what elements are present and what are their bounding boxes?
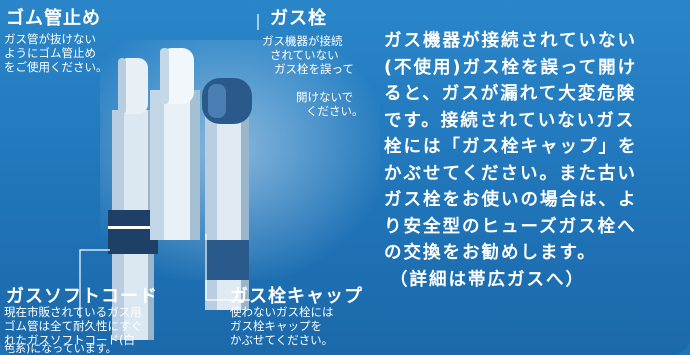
body-line-4: です。接続されていないガス: [384, 110, 636, 131]
body-line-2: (不使用)ガス栓を誤って開け: [384, 57, 638, 78]
body-line-9: の交換をお勧めします。: [384, 243, 597, 263]
warning-body-text: ガス機器が接続されていない (不使用)ガス栓を誤って開け ると、ガスが漏れて大変…: [384, 28, 690, 293]
gas-cap-desc-2: ガス栓キャップを: [230, 319, 322, 333]
body-line-3: ると、ガスが漏れて大変危険: [384, 84, 637, 104]
rubber-stopper-title: ゴム管止め: [6, 8, 101, 29]
gas-valve-desc-4: 開けないで: [296, 90, 354, 104]
body-line-10: （詳細は帯広ガスへ）: [390, 269, 585, 290]
body-line-6: かぶせてください。また古い: [384, 163, 637, 184]
body-line-1: ガス機器が接続されていない: [384, 31, 637, 51]
gas-cap-icon: [202, 78, 252, 310]
main-valve-icon: [150, 48, 200, 240]
gas-valve-desc-5: ください。: [306, 104, 364, 118]
soft-cord-desc-3: れたガスソフトコード(白: [4, 333, 135, 347]
soft-cord-desc-1: 現在市販されているガス用: [4, 305, 142, 319]
gas-cap-title: ガス栓キャップ: [230, 286, 363, 307]
soft-cord-desc-2: ゴム管は全て耐久性にすぐ: [4, 319, 143, 333]
left-valve-icon: [108, 58, 158, 340]
leader-lines: [79, 14, 259, 318]
body-line-7: ガス栓をお使いの場合は、よ: [384, 190, 638, 210]
gas-valve-desc-2: されていない: [270, 48, 339, 62]
soft-cord-desc-4: 色系)になっています。: [4, 342, 117, 355]
rubber-stopper-desc-3: をご使用ください。: [4, 60, 108, 74]
gas-cap-desc-1: 使わないガス栓には: [230, 305, 334, 319]
body-line-8: り安全型のヒューズガス栓へ: [384, 216, 637, 237]
soft-cord-title: ガスソフトコード: [6, 286, 158, 307]
rubber-stopper-desc-1: ガス管が抜けない: [4, 32, 96, 46]
gas-cap-desc-3: かぶせてください。: [230, 333, 334, 347]
rubber-stopper-desc-2: ようにゴム管止め: [4, 46, 96, 60]
gas-valve-desc-1: ガス機器が接続: [262, 34, 343, 48]
gas-valve-title: ガス栓: [270, 8, 327, 29]
gas-valve-desc-3: ガス栓を誤って: [274, 62, 354, 76]
body-line-5: 栓には「ガス栓キャップ」を: [384, 137, 638, 157]
